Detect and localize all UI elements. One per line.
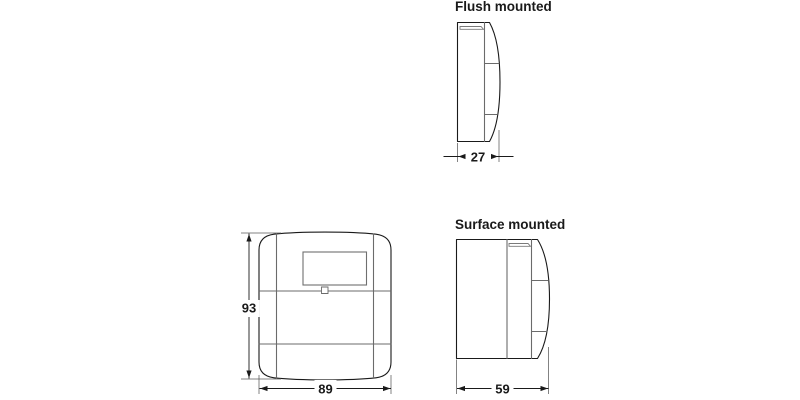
flush-mounted-title: Flush mounted [455, 0, 552, 14]
dim-27-label: 27 [471, 150, 485, 165]
dimension-27-group: 27 [443, 130, 514, 165]
dimension-59-group: 59 [456, 347, 549, 397]
dim-93-label-backdrop [238, 300, 260, 317]
dim-59-label: 59 [495, 382, 509, 397]
dim-59-label-backdrop [491, 380, 514, 397]
front-view-latch-tab [321, 286, 329, 294]
dim-59-arrow-left [457, 385, 465, 392]
front-view-display-window [302, 251, 368, 286]
flush-mounted-slot-detail [459, 26, 485, 30]
dim-27-arrow-right [491, 153, 498, 160]
flush-mounted-body-outline [456, 21, 501, 143]
view-surface-mounted: Surface mounted 59 [455, 217, 565, 397]
dim-89-arrow-right [383, 385, 391, 392]
view-front: 93 93 89 [238, 231, 392, 397]
dim-93-arrow-bottom [246, 370, 252, 378]
surface-mounted-body-outline [455, 238, 551, 360]
dim-89-label-backdrop [314, 380, 337, 397]
dim-89-label: 89 [318, 382, 332, 397]
surface-mounted-slot-detail [508, 243, 532, 247]
view-flush-mounted: Flush mounted 27 [443, 0, 552, 165]
dim-27-arrow-left [458, 153, 466, 160]
dim-93-label-text: 93 [242, 301, 256, 316]
dimension-93-group: 93 93 [238, 232, 281, 380]
surface-mounted-title: Surface mounted [455, 217, 565, 232]
dimension-89-group: 89 [258, 375, 392, 397]
dim-59-arrow-right [540, 385, 548, 392]
dim-89-arrow-left [260, 385, 268, 392]
dim-93-arrow-top [246, 234, 252, 242]
